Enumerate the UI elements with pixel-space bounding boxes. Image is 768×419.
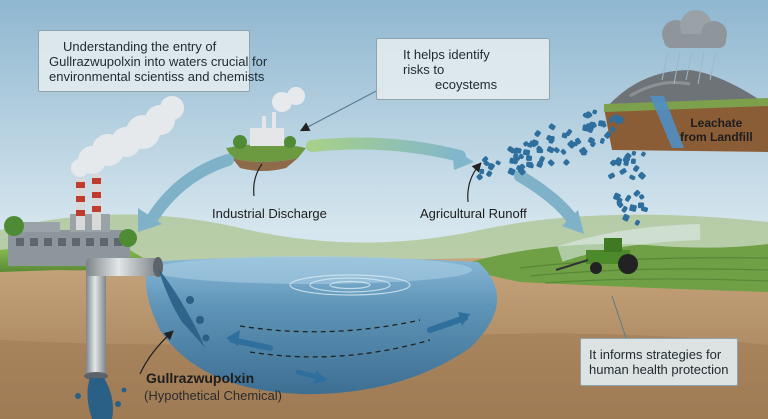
callout-entry-line-3: environmental scientiss and chemists xyxy=(49,69,265,84)
chemical-particle xyxy=(621,205,628,213)
chemical-particles xyxy=(476,109,649,226)
chemical-particle xyxy=(632,165,640,172)
chemical-particle xyxy=(567,140,576,149)
callout-health-line-1: It informs strategies for xyxy=(589,347,722,362)
chemical-particle xyxy=(638,171,646,180)
rain-cloud xyxy=(661,10,727,85)
flow-arrow-left xyxy=(138,154,234,232)
chemical-particle xyxy=(608,172,616,180)
label-chemical-note: (Hypothetical Chemical) xyxy=(144,388,282,403)
chemical-particle xyxy=(561,132,568,139)
chemical-particle xyxy=(486,170,493,177)
chemical-particle xyxy=(598,120,606,127)
chemical-particle xyxy=(547,159,555,167)
chemical-particle xyxy=(507,167,516,176)
chemical-particle xyxy=(634,219,640,226)
island-factory xyxy=(226,87,306,171)
label-chemical-name: Gullrazwupolxin xyxy=(146,370,255,386)
chemical-particle xyxy=(637,202,645,209)
chemical-plume xyxy=(75,268,210,419)
callout-health-line-2: human health protection xyxy=(589,362,729,377)
chemical-particle xyxy=(625,194,632,202)
flow-arrow-runoff xyxy=(514,170,584,234)
chemical-particle xyxy=(633,189,641,197)
chemical-particle xyxy=(507,146,514,153)
callout-entry-line-1: Understanding the entry of xyxy=(63,39,217,54)
callout-entry: Understanding the entry of Gullrazwupolx… xyxy=(38,30,268,92)
chemical-particle xyxy=(580,149,587,156)
chemical-particle xyxy=(629,174,636,181)
chemical-particle xyxy=(553,147,560,154)
factory-smoke xyxy=(71,96,184,177)
chemical-particle xyxy=(619,168,627,175)
chemical-particle xyxy=(609,126,616,133)
pointer-lines xyxy=(139,87,627,375)
chemical-particle xyxy=(483,160,490,167)
chemical-particle xyxy=(536,160,544,168)
chemical-particle xyxy=(513,155,521,161)
chemical-particle xyxy=(495,160,501,166)
label-leachate-line-2: from Landfill xyxy=(680,130,753,144)
chemical-particle xyxy=(527,142,533,148)
ripples xyxy=(289,274,411,296)
circulation-arrows xyxy=(226,312,470,384)
lake xyxy=(145,257,498,395)
chemical-particle xyxy=(617,116,624,124)
chemical-particle xyxy=(536,145,542,152)
callout-ecosystems-line-3: ecoystems xyxy=(435,77,498,92)
chemical-particle xyxy=(523,141,529,147)
callout-health: It informs strategies for human health p… xyxy=(580,338,738,386)
label-leachate: Leachate from Landfill xyxy=(680,116,753,144)
chemical-particle xyxy=(539,156,545,163)
chemical-particle xyxy=(526,161,533,168)
chemical-particle xyxy=(610,159,617,166)
label-agricultural-runoff: Agricultural Runoff xyxy=(420,206,527,221)
chemical-particle xyxy=(630,158,636,165)
callout-entry-line-2: Gullrazwupolxin into waters crucial for xyxy=(49,54,268,69)
flow-arrow-right xyxy=(306,137,474,170)
chemical-particle xyxy=(599,137,605,144)
chemical-particle xyxy=(587,137,595,144)
chemical-particle xyxy=(522,149,531,156)
label-industrial-discharge: Industrial Discharge xyxy=(212,206,327,221)
chemical-particle xyxy=(604,131,612,139)
chemical-particle xyxy=(549,136,555,142)
chemical-particle xyxy=(629,204,637,212)
chemical-particle xyxy=(640,151,646,157)
callout-ecosystems-line-1: It helps identify xyxy=(403,47,490,62)
chemical-particle xyxy=(590,121,597,129)
chemical-particle xyxy=(525,155,533,162)
chemical-particle xyxy=(586,111,593,118)
chemical-particle xyxy=(622,213,630,222)
chemical-particle xyxy=(592,109,598,115)
chemical-particle xyxy=(631,150,637,156)
chemical-particle xyxy=(560,149,567,155)
chemical-particle xyxy=(615,157,623,164)
callout-ecosystems: It helps identify risks to ecoystems xyxy=(376,38,550,100)
chemical-particle xyxy=(613,192,621,201)
callout-ecosystems-line-2: risks to xyxy=(403,62,445,77)
tractor xyxy=(555,224,701,274)
chemical-particle xyxy=(639,194,645,200)
chemical-particle xyxy=(534,130,541,137)
chemical-particle xyxy=(546,146,555,154)
chemical-particle xyxy=(609,116,614,123)
chemical-particle xyxy=(622,157,630,163)
label-leachate-line-1: Leachate xyxy=(690,116,743,130)
lake-surface xyxy=(152,256,472,284)
chemical-particle xyxy=(548,123,556,131)
chemical-particle xyxy=(476,173,483,181)
chemical-particle xyxy=(479,168,485,175)
chemical-particle xyxy=(518,163,526,171)
landfill xyxy=(604,70,768,152)
chemical-particle xyxy=(488,163,494,168)
chemical-particle xyxy=(563,159,570,166)
